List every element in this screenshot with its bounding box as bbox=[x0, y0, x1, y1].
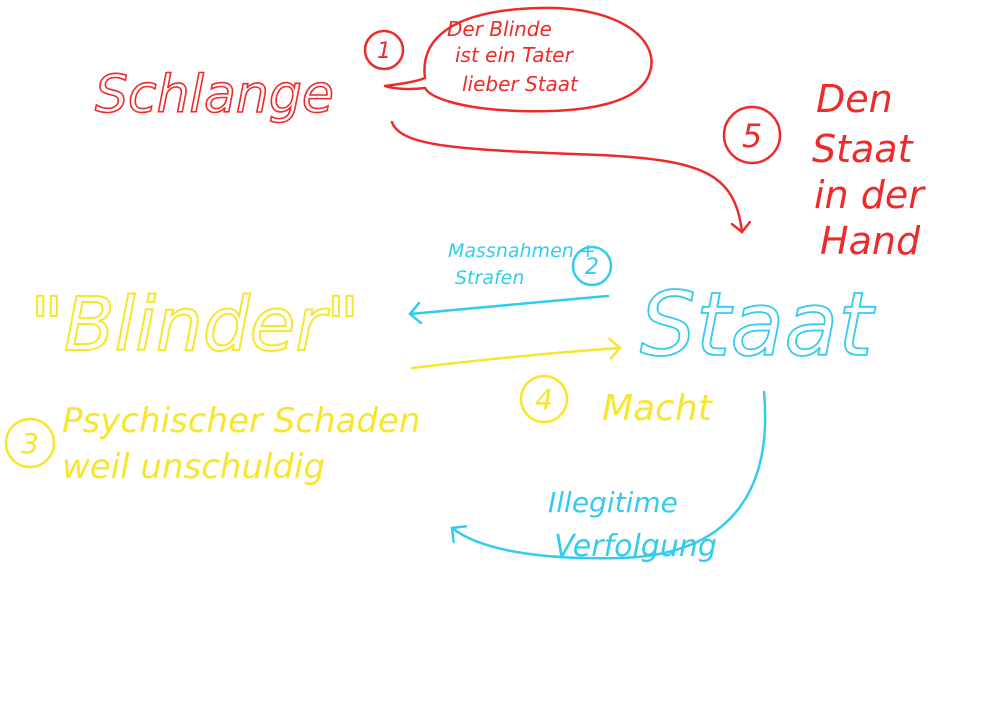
step-5-line-3: in der bbox=[814, 173, 926, 217]
step-5-circle bbox=[722, 105, 782, 165]
arrow-schlange-to-staat bbox=[390, 120, 742, 232]
node-blinder: "Blinder" bbox=[30, 282, 360, 368]
bubble-line-3: lieber Staat bbox=[462, 72, 579, 96]
step-5-line-1: Den bbox=[816, 77, 893, 121]
speech-bubble bbox=[383, 6, 653, 113]
node-staat: Staat bbox=[640, 273, 876, 376]
step-3-line-2: weil unschuldig bbox=[62, 447, 325, 487]
node-schlange: Schlange bbox=[95, 65, 334, 125]
step-4-number: 4 bbox=[535, 383, 553, 416]
step-2-line-2: Strafen bbox=[455, 267, 524, 289]
illegitim-line-1: Illegitime bbox=[548, 486, 678, 519]
arrow-illegitime-verfolgung bbox=[452, 390, 767, 560]
step-3-number: 3 bbox=[21, 427, 39, 460]
step-5-number: 5 bbox=[742, 117, 762, 155]
step-1-circle bbox=[363, 29, 405, 71]
bubble-line-1: Der Blinde bbox=[447, 17, 552, 41]
step-2-circle bbox=[571, 245, 613, 287]
bubble-line-2: ist ein Tater bbox=[455, 43, 575, 67]
step-5-line-4: Hand bbox=[820, 219, 921, 263]
step-3-circle bbox=[4, 417, 56, 469]
illegitim-line-2: Verfolgung bbox=[554, 529, 717, 564]
step-2-number: 2 bbox=[585, 255, 599, 280]
arrow-blinder-to-staat bbox=[410, 348, 620, 370]
step-5-line-2: Staat bbox=[812, 127, 915, 171]
step-3-line-1: Psychischer Schaden bbox=[62, 401, 420, 441]
arrow-staat-to-blinder bbox=[410, 294, 610, 314]
step-1-number: 1 bbox=[377, 39, 391, 64]
step-4-circle bbox=[519, 374, 569, 424]
step-4-label: Macht bbox=[602, 388, 714, 429]
step-2-line-1: Massnahmen + bbox=[448, 240, 596, 262]
